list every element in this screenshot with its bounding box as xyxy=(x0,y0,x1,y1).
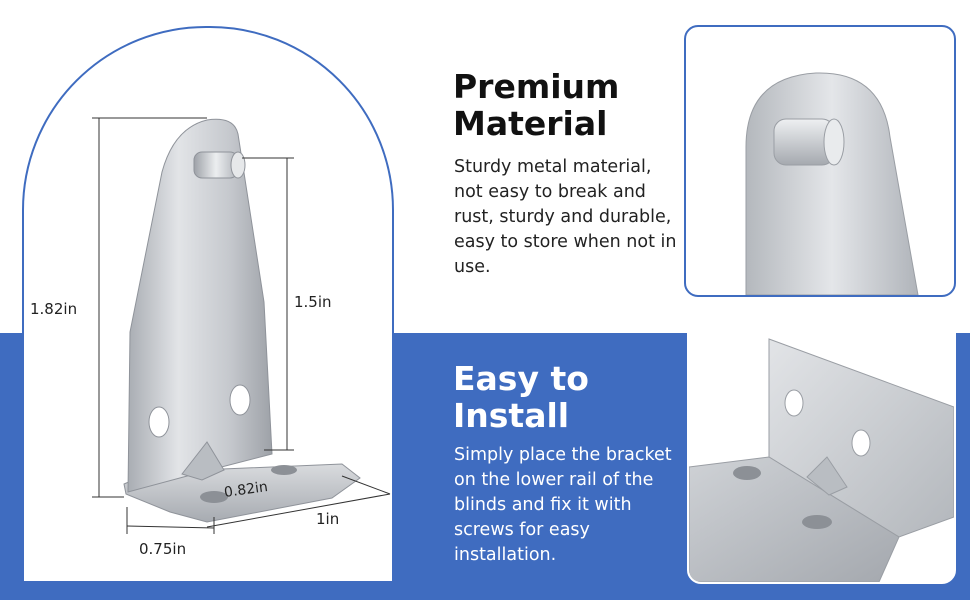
dimension-label-depth: 1in xyxy=(316,510,340,528)
dimension-label-height-pin: 1.5in xyxy=(294,293,332,311)
feature-title-line: Easy to xyxy=(453,359,589,398)
feature-title-line: Material xyxy=(453,104,608,143)
dimension-label-height-total: 1.82in xyxy=(30,300,78,318)
feature-title-line: Premium xyxy=(453,67,620,106)
dimension-lines xyxy=(92,117,391,534)
bracket-hole xyxy=(271,465,297,475)
base-closeup-illustration xyxy=(689,338,954,582)
product-dimension-panel: 1.82in 1.5in 0.82in 1in 0.75in xyxy=(22,26,394,583)
feature-title-premium-material: Premium Material xyxy=(453,68,619,142)
bracket-hole xyxy=(200,491,228,503)
dimension-label-width: 0.75in xyxy=(139,540,187,558)
bracket-dimension-illustration xyxy=(92,117,391,534)
feature-description-premium-material: Sturdy metal material, not easy to break… xyxy=(454,157,677,277)
bracket-fold-ridge xyxy=(181,441,225,481)
detail-image-pin xyxy=(684,25,956,297)
feature-title-easy-install: Easy to Install xyxy=(453,360,589,434)
bracket-hole xyxy=(148,406,170,438)
feature-description-easy-install: Simply place the bracket on the lower ra… xyxy=(454,445,672,565)
feature-title-line: Install xyxy=(453,396,570,435)
pin-closeup-illustration xyxy=(745,72,919,295)
bracket-hole xyxy=(229,384,251,416)
detail-image-base xyxy=(687,315,956,584)
